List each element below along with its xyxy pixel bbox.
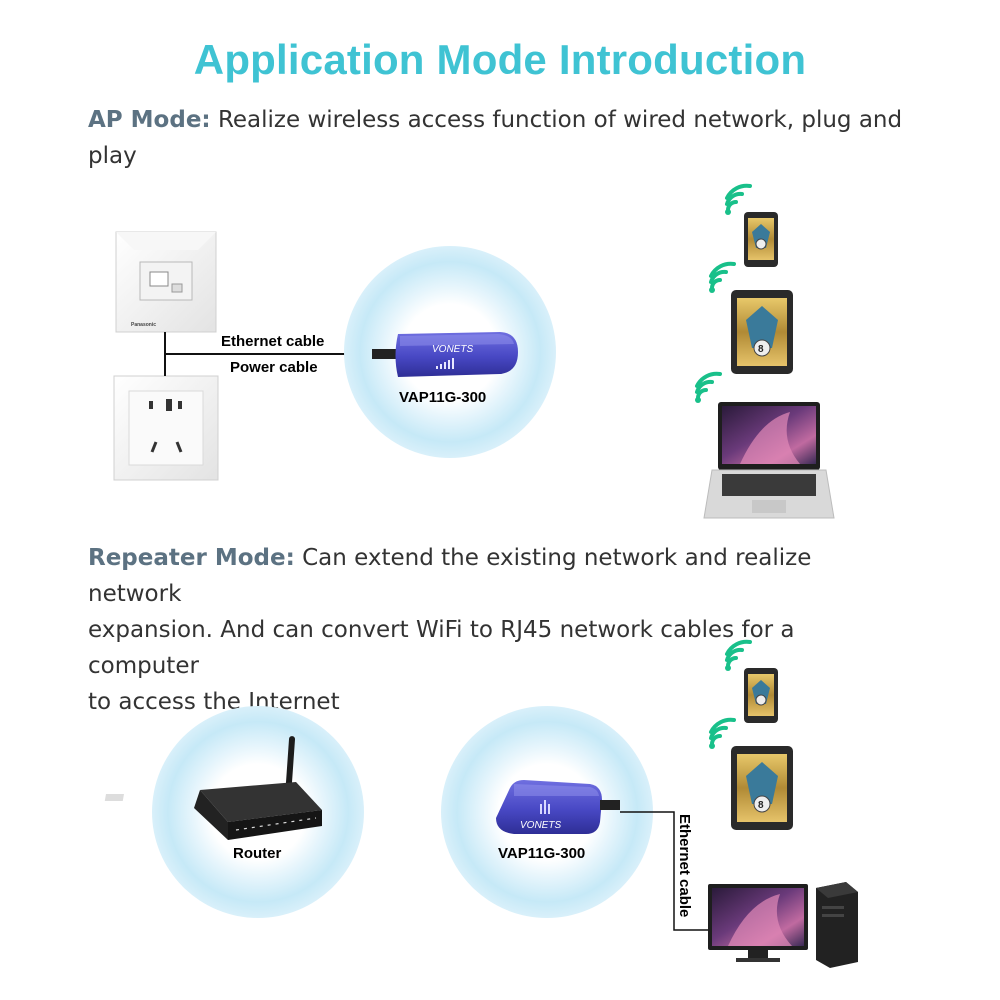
ap-mode-text: AP Mode: Realize wireless access functio… [88, 102, 948, 174]
wifi-icon [695, 371, 722, 400]
repeater-mode-description-1: Can extend the existing network and real… [88, 545, 812, 607]
wall-socket-icon [113, 375, 219, 481]
laptop-icon [703, 402, 835, 519]
desktop-icon [708, 882, 858, 968]
repeater-ethernet-cable [620, 811, 710, 931]
wifi-icon [725, 183, 752, 212]
page-title: Application Mode Introduction [193, 36, 807, 83]
svg-text:8: 8 [758, 344, 764, 355]
ethernet-plate-icon: Panasonic [115, 231, 217, 333]
ap-mode-heading: AP Mode: [88, 107, 211, 133]
tablet-icon: 8 [731, 746, 793, 830]
tablet-icon: 8 [731, 290, 793, 374]
wifi-icon [725, 639, 752, 668]
repeater-device-brand: VONETS [520, 820, 561, 831]
svg-text:8: 8 [758, 800, 764, 811]
wifi-icon [709, 717, 736, 746]
vap-device-repeater: VONETS [496, 780, 620, 834]
repeater-device-label: VAP11G-300 [498, 845, 585, 862]
phone-icon [744, 668, 778, 723]
wall-plate-brand: Panasonic [131, 322, 156, 328]
ap-device-label: VAP11G-300 [399, 389, 486, 406]
router-icon [104, 736, 322, 840]
repeater-mode-text: Repeater Mode: Can extend the existing n… [88, 540, 908, 720]
router-label: Router [233, 845, 281, 862]
ap-device-brand: VONETS [432, 344, 473, 355]
repeater-mode-description-2: expansion. And can convert WiFi to RJ45 … [88, 617, 795, 679]
ap-power-label: Power cable [230, 359, 318, 376]
ap-mode-description: Realize wireless access function of wire… [88, 107, 903, 169]
repeater-mode-description-3: to access the Internet [88, 689, 340, 715]
vap-device-ap: VONETS [372, 332, 518, 377]
ap-ethernet-label: Ethernet cable [221, 333, 324, 350]
repeater-ethernet-label: Ethernet cable [676, 814, 693, 917]
repeater-mode-heading: Repeater Mode: [88, 545, 295, 571]
wifi-icon [709, 261, 736, 290]
phone-icon [744, 212, 778, 267]
